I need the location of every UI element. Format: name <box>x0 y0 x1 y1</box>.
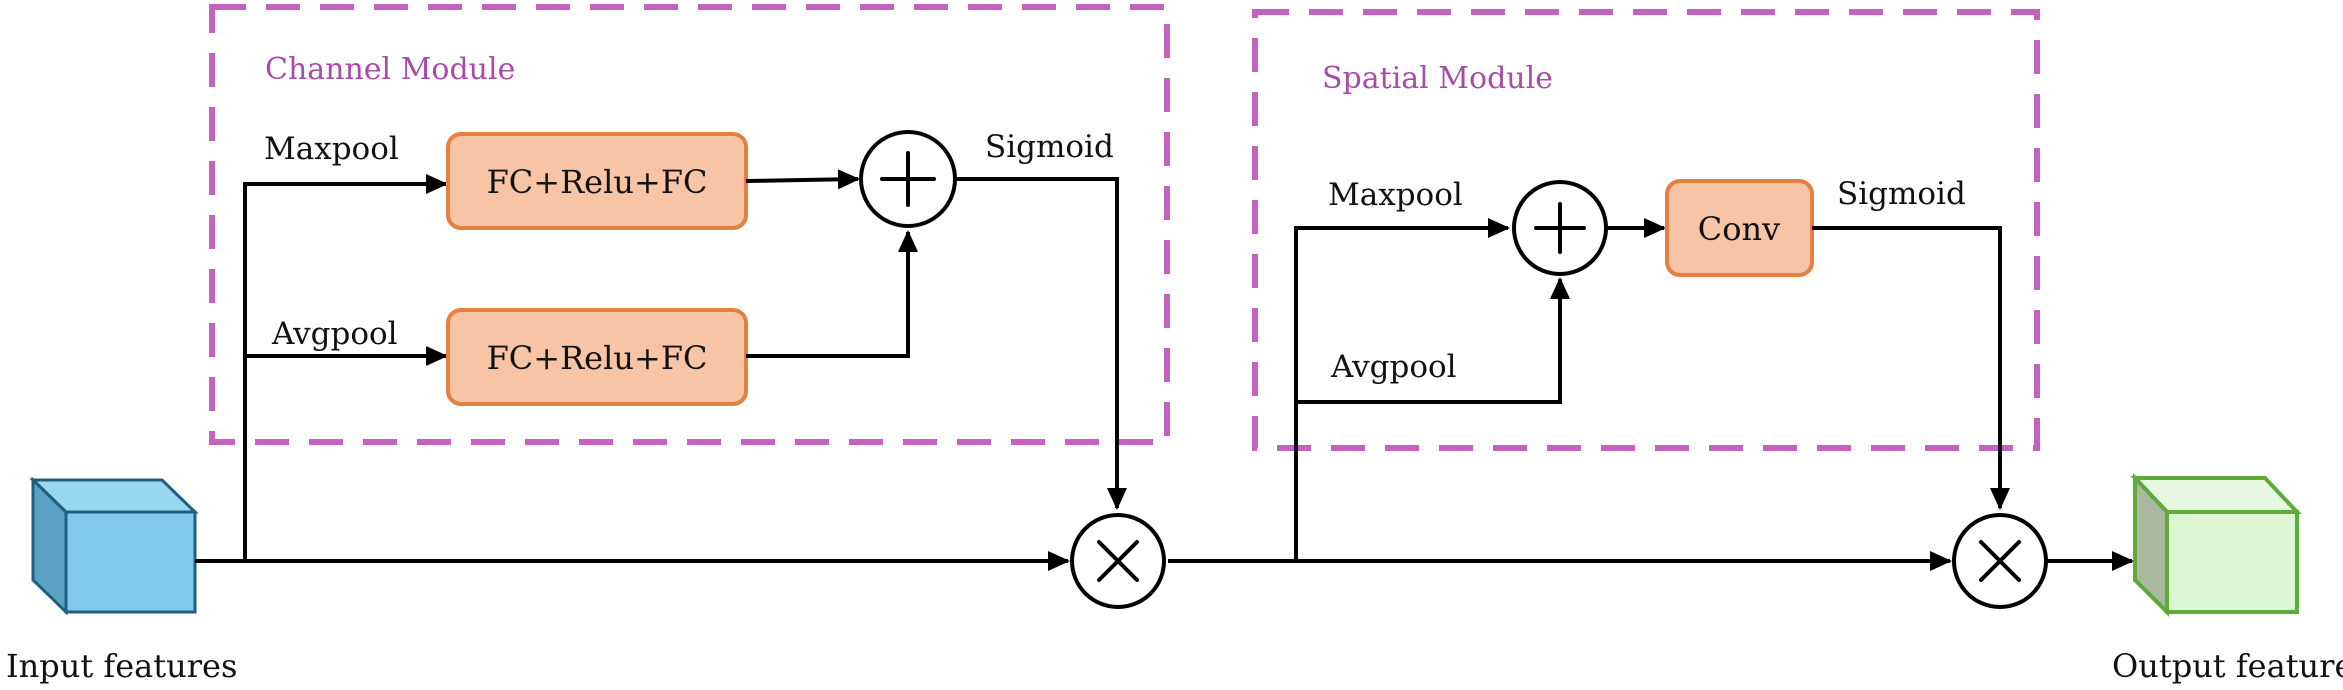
channel-sigmoid-label: Sigmoid <box>985 129 1114 165</box>
channel-module-border <box>209 4 1170 445</box>
spatial-multiply-operator <box>1952 513 2048 609</box>
spatial-avgpool-connector <box>1294 277 1570 404</box>
spatial-sigmoid-path <box>1812 226 2010 510</box>
conv-label: Conv <box>1698 210 1780 248</box>
channel-multiply-operator <box>1070 513 1166 609</box>
channel-sigmoid-path <box>955 177 1127 510</box>
spatial-maxpool-label: Maxpool <box>1328 177 1463 213</box>
channel-maxpool-label: Maxpool <box>264 131 399 167</box>
spatial-add-operator <box>1512 180 1608 276</box>
output-features-label: Output features <box>2112 647 2343 685</box>
channel-avgpool-label: Avgpool <box>271 316 398 352</box>
spatial-sigmoid-label: Sigmoid <box>1837 176 1966 212</box>
output-features-cube <box>2130 472 2302 617</box>
fc-bottom-to-add <box>746 230 918 358</box>
spatial-avgpool-label: Avgpool <box>1330 349 1457 385</box>
channel-module-title: Channel Module <box>265 52 515 87</box>
spatial-module-title: Spatial Module <box>1322 61 1553 96</box>
fc-top-to-add <box>745 169 860 190</box>
fc-relu-fc-label-bottom: FC+Relu+FC <box>487 339 708 377</box>
channel-add-operator <box>859 130 957 228</box>
fc-relu-fc-label-top: FC+Relu+FC <box>487 163 708 201</box>
input-features-cube <box>29 476 199 616</box>
spatial-module-border <box>1252 9 2040 451</box>
input-features-label: Input features <box>6 647 237 685</box>
